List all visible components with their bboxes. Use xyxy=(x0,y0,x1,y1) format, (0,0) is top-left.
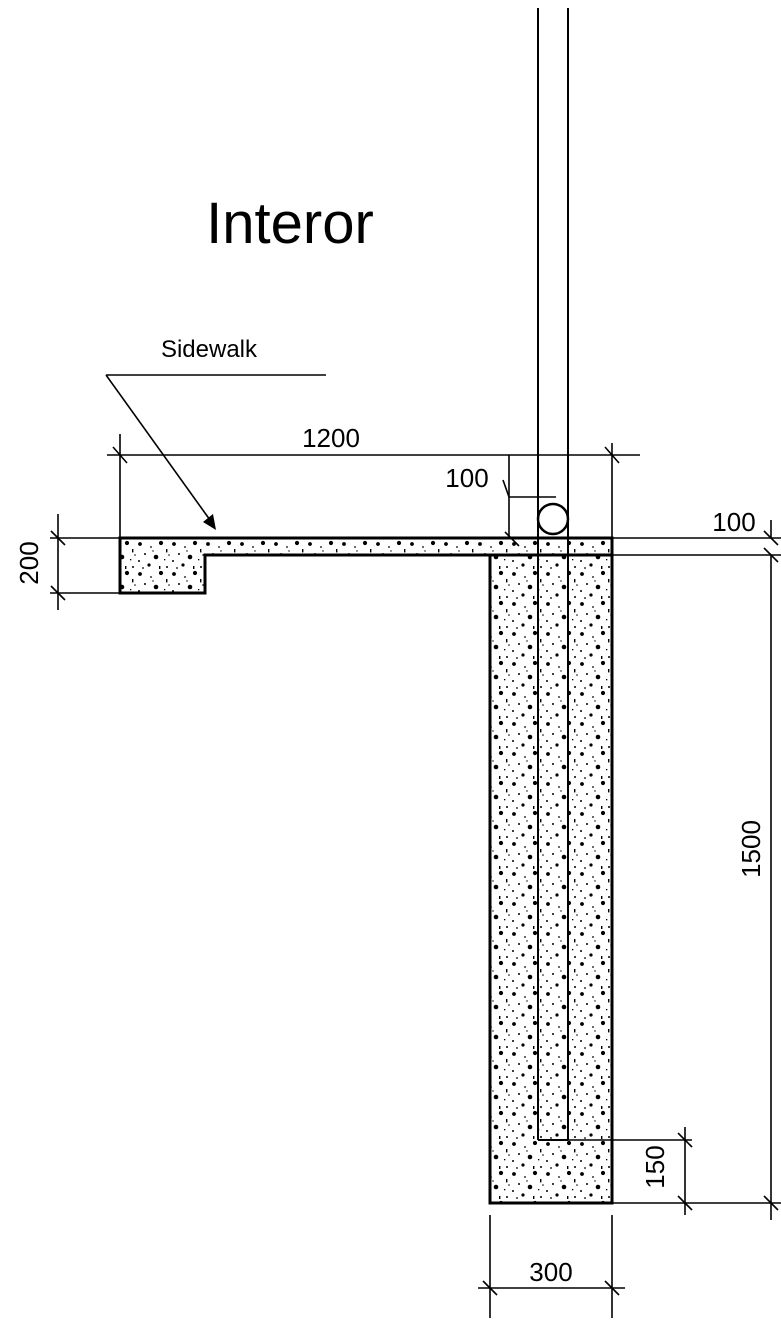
sidewalk-label: Sidewalk xyxy=(161,336,258,363)
dim-100-tick xyxy=(504,531,520,547)
dim-1200-tick-left xyxy=(112,446,128,464)
dimension-lines xyxy=(50,374,781,1318)
dim-100-leader-h xyxy=(502,479,510,498)
dim-1200-tick-right xyxy=(604,446,620,464)
dim-200-tick-top xyxy=(50,530,66,546)
dim-150-tick-bottom xyxy=(677,1195,693,1211)
rebar-circle xyxy=(536,502,570,536)
dim-150-tick-top xyxy=(677,1132,693,1148)
dim-100-slab-tick xyxy=(763,530,779,546)
dim-200-label: 200 xyxy=(14,541,44,584)
dim-200-tick-bottom xyxy=(50,585,66,601)
dim-300-label: 300 xyxy=(529,1257,572,1287)
dim-1500-tick-top xyxy=(763,547,779,563)
dim-1200-label: 1200 xyxy=(302,423,360,453)
dim-150-label: 150 xyxy=(640,1145,670,1188)
foundation-wall xyxy=(488,553,614,1205)
sidewalk-leader-arrowhead xyxy=(203,514,216,530)
dim-100-slab-label: 100 xyxy=(712,507,755,537)
dim-1500-label: 1500 xyxy=(736,820,766,878)
dim-300-tick-left xyxy=(482,1280,498,1296)
dim-300-tick-right xyxy=(604,1280,620,1296)
sidewalk-leader-diagonal xyxy=(105,374,211,521)
dim-1500-tick-bottom xyxy=(763,1195,779,1211)
dim-100-gap-label: 100 xyxy=(445,463,488,493)
page-title: Interor xyxy=(206,191,374,256)
